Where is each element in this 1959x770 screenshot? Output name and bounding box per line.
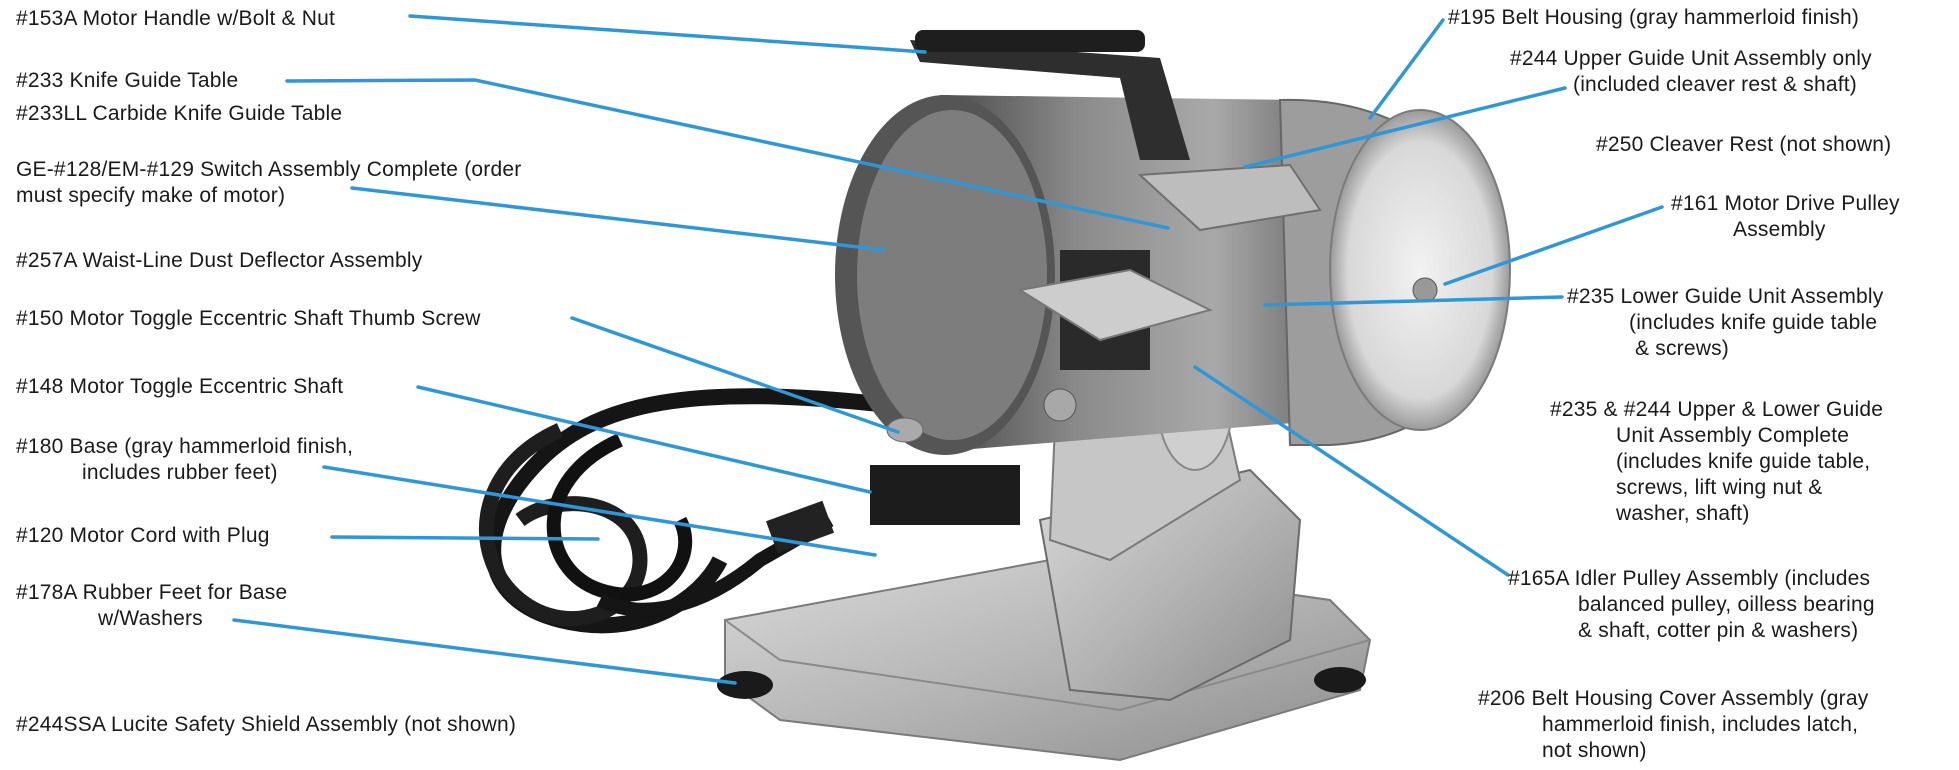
leader-switch-assembly xyxy=(350,186,886,252)
label-knife-guide-table: #233 Knife Guide Table xyxy=(16,69,239,92)
label-motor-cord: #120 Motor Cord with Plug xyxy=(16,524,270,547)
leader-rubber-feet xyxy=(232,618,737,685)
label-base: #180 Base (gray hammerloid finish, inclu… xyxy=(16,435,354,484)
label-upper-lower-guide: #235 & #244 Upper & Lower Guide Unit Ass… xyxy=(1550,398,1884,525)
label-housing-cover: #206 Belt Housing Cover Assembly (gray h… xyxy=(1478,687,1869,762)
motor-illustration xyxy=(835,95,1330,455)
label-eccentric-shaft: #148 Motor Toggle Eccentric Shaft xyxy=(16,375,344,398)
eccentric-shaft-illustration xyxy=(870,417,1020,525)
leader-idler-pulley xyxy=(1193,365,1510,577)
leader-lines xyxy=(232,14,1664,685)
leader-eccentric-shaft xyxy=(416,385,872,494)
label-belt-housing: #195 Belt Housing (gray hammerloid finis… xyxy=(1448,6,1860,29)
label-switch-assembly: GE-#128/EM-#129 Switch Assembly Complete… xyxy=(16,158,522,207)
motor-handle-illustration xyxy=(910,30,1190,160)
leader-lower-guide xyxy=(1263,295,1564,307)
motor-cord-illustration xyxy=(478,388,932,634)
label-idler-pulley: #165A Idler Pulley Assembly (includes ba… xyxy=(1508,567,1875,642)
label-dust-deflector: #257A Waist-Line Dust Deflector Assembly xyxy=(16,249,423,272)
label-carbide-table: #233LL Carbide Knife Guide Table xyxy=(16,102,343,125)
leader-knife-guide-table xyxy=(285,78,1170,230)
label-safety-shield: #244SSA Lucite Safety Shield Assembly (n… xyxy=(16,713,517,736)
label-upper-guide: #244 Upper Guide Unit Assembly only (inc… xyxy=(1510,47,1872,96)
leader-drive-pulley xyxy=(1443,205,1664,286)
belt-housing-illustration xyxy=(1278,98,1511,446)
label-cleaver-rest: #250 Cleaver Rest (not shown) xyxy=(1596,133,1892,156)
label-motor-handle: #153A Motor Handle w/Bolt & Nut xyxy=(16,7,336,30)
leader-motor-cord xyxy=(330,535,600,541)
leader-motor-handle xyxy=(408,14,927,54)
label-lower-guide: #235 Lower Guide Unit Assembly (includes… xyxy=(1567,285,1884,360)
guide-unit-illustration xyxy=(1017,163,1322,422)
leader-base xyxy=(322,465,877,557)
leader-belt-housing xyxy=(1368,18,1445,120)
label-thumb-screw: #150 Motor Toggle Eccentric Shaft Thumb … xyxy=(16,307,481,330)
leader-thumb-screw xyxy=(570,316,900,434)
label-drive-pulley: #161 Motor Drive Pulley Assembly xyxy=(1671,192,1900,241)
leader-upper-guide xyxy=(1243,86,1567,169)
label-rubber-feet: #178A Rubber Feet for Base w/Washers xyxy=(16,581,288,630)
